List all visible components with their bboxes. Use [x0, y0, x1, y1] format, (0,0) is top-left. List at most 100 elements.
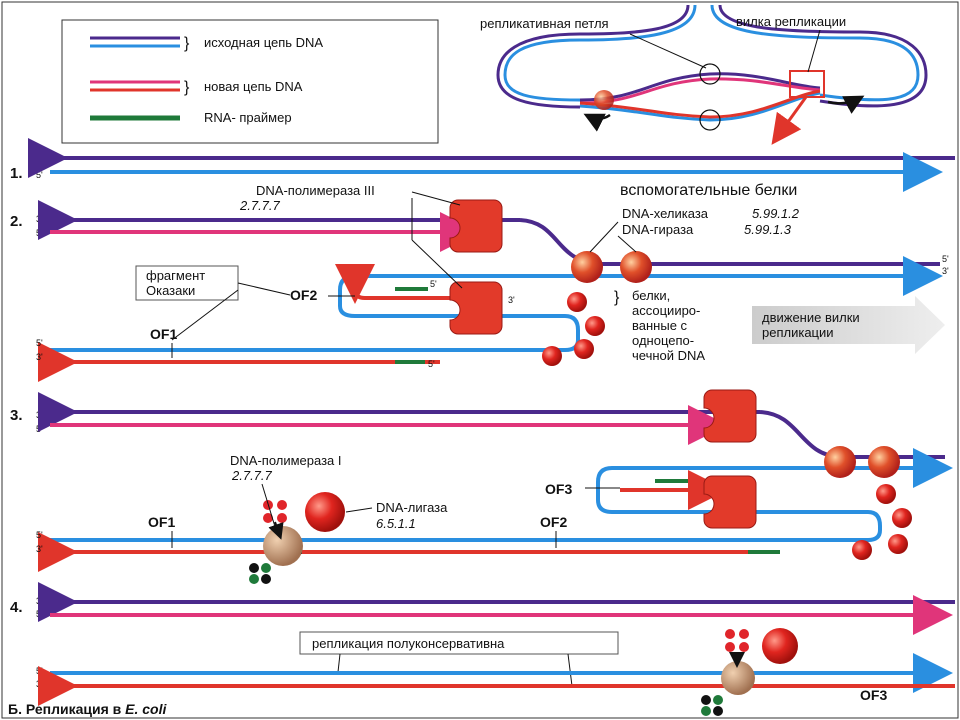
- ssb-label-4: одноцепо-: [632, 333, 694, 348]
- step-4-end-3: 5': [36, 666, 43, 676]
- ssb-label-5: чечной DNA: [632, 348, 705, 363]
- step-2-end-3: 5': [36, 338, 43, 348]
- ssb-label-2: ассоцииро-: [632, 303, 700, 318]
- legend-new-label: новая цепь DNA: [204, 79, 303, 94]
- step-3-parental-top: [759, 410, 945, 459]
- okazaki-label-2: Оказаки: [146, 283, 195, 298]
- step-2-lagging-template-loop: [50, 274, 600, 352]
- step-4-number: 4.: [10, 599, 23, 616]
- ssb-label-1: белки,: [632, 288, 670, 303]
- legend-brace-2: }: [184, 79, 190, 96]
- step-3-ssb-2: [892, 508, 912, 528]
- okazaki-callout-box: [135, 265, 239, 301]
- step-2-okazaki-of2: [335, 264, 472, 304]
- step-3-end-4: 3': [36, 544, 43, 554]
- figure-caption: Б. Репликация в E. coli: [8, 701, 167, 717]
- step-4-of3-label: OF3: [860, 687, 887, 703]
- legend-primer-label: RNA- праймер: [204, 110, 292, 125]
- step-4: 4. 3' 5' репликация полуконсервативна 5'…: [10, 582, 955, 716]
- caption-species: E. coli: [125, 701, 167, 717]
- step-2-end-6: 3': [942, 266, 949, 276]
- step-4-end-2: 5': [36, 609, 43, 619]
- step-3-gyrase: [868, 446, 900, 478]
- step-3-of3-label: OF3: [545, 481, 572, 497]
- step-2-pol3-label: DNA-полимераза III: [256, 183, 375, 198]
- step-2: 2. 3' 5' 5' 3' 5' 3' 5' 5' 3' DNA-полиме…: [10, 182, 949, 382]
- step-3-number: 3.: [10, 407, 23, 424]
- loop-marker-bottom: [699, 109, 721, 131]
- step-3-end-1: 3': [36, 410, 43, 420]
- step-2-helicase-ec: 5.99.1.2: [752, 206, 800, 221]
- step-2-polymerase-III-lagging: [449, 281, 503, 335]
- loop-right-direction-arrow: [827, 95, 865, 114]
- step-2-ssb-2: [585, 316, 605, 336]
- step-3-end-3: 5': [36, 530, 43, 540]
- step-4-polymerase-I: [721, 661, 755, 695]
- step-1-end-bottom: 5': [36, 170, 43, 180]
- step-2-gyrase-ec: 5.99.1.3: [744, 222, 792, 237]
- step-2-end-9: 3': [508, 295, 515, 305]
- step-3-pol1-label: DNA-полимераза I: [230, 453, 342, 468]
- loop-left-direction-arrow: [583, 113, 611, 132]
- semi-conservative-box: [299, 631, 619, 655]
- step-2-end-4: 3': [36, 352, 43, 362]
- fork-movement-arrow: [752, 296, 945, 354]
- step-2-gyrase-label: DNA-гираза: [622, 222, 694, 237]
- step-4-end-1: 3': [36, 596, 43, 606]
- step-2-helicase: [571, 251, 603, 283]
- step-2-polymerase-III-leading: [449, 199, 503, 253]
- step-2-helicase-label: DNA-хеликаза: [622, 206, 709, 221]
- step-3-pol1-ec: 2.7.7.7: [231, 468, 273, 483]
- step-3-of1-label: OF1: [148, 514, 175, 530]
- step-1-end-top: 3': [36, 157, 43, 167]
- step-3-ssb-3: [888, 534, 908, 554]
- fork-movement-label-1: движение вилки: [762, 310, 860, 325]
- step-2-ssb-4: [542, 346, 562, 366]
- step-2-end-2: 5': [36, 228, 43, 238]
- okazaki-label-1: фрагмент: [146, 268, 205, 283]
- step-3-of2-label: OF2: [540, 514, 567, 530]
- step-2-aux-label: вспомогательные белки: [620, 182, 797, 199]
- step-2-end-5: 5': [942, 254, 949, 264]
- step-3-ssb-4: [852, 540, 872, 560]
- step-1: 1. 3' 5': [10, 138, 955, 192]
- step-4-ligase: [762, 628, 798, 664]
- replication-fork-label: вилка репликации: [736, 14, 846, 29]
- step-2-of2-label: OF2: [290, 287, 317, 303]
- fork-highlight-box: [789, 70, 825, 98]
- step-2-end-1: 3': [36, 214, 43, 224]
- step-1-number: 1.: [10, 165, 23, 182]
- semi-conservative-label: репликация полуконсервативна: [312, 636, 505, 651]
- step-3-polymerase-III-lagging: [703, 475, 757, 529]
- replication-loop-diagram: репликативная петля вилка репликации: [480, 4, 928, 145]
- step-2-of1-label: OF1: [150, 326, 177, 342]
- step-3-helicase: [824, 446, 856, 478]
- step-2-pol3-ec: 2.7.7.7: [239, 198, 281, 213]
- step-3-polymerase-III-leading: [703, 389, 757, 443]
- step-3-polymerase-I: [263, 526, 303, 566]
- step-3-ssb-1: [876, 484, 896, 504]
- step-3-ligase-ec: 6.5.1.1: [376, 516, 416, 531]
- caption-prefix: Б. Репликация в: [8, 701, 125, 717]
- loop-marker-top: [699, 63, 721, 85]
- ssb-brace: }: [614, 289, 620, 306]
- step-3-ligase: [305, 492, 345, 532]
- step-2-ssb-1: [567, 292, 587, 312]
- legend: } исходная цепь DNA } новая цепь DNA RNA…: [61, 19, 439, 144]
- ssb-label-3: ванные с: [632, 318, 688, 333]
- step-2-number: 2.: [10, 213, 23, 230]
- step-2-ssb-3: [574, 339, 594, 359]
- step-4-end-4: 3': [36, 679, 43, 689]
- fork-movement-label-2: репликации: [762, 325, 834, 340]
- legend-parent-label: исходная цепь DNA: [204, 35, 323, 50]
- step-3-end-2: 5': [36, 424, 43, 434]
- legend-brace-1: }: [184, 35, 190, 52]
- step-2-end-8: 5': [428, 359, 435, 369]
- step-3-ligase-label: DNA-лигаза: [376, 500, 448, 515]
- step-3: 3. 3' 5' 5' 3' DNA-полимераза I 2.7.7.7: [10, 389, 953, 584]
- fork-zoom-arrow: [771, 96, 808, 145]
- replication-loop-label: репликативная петля: [480, 16, 609, 31]
- step-2-end-7: 5': [430, 279, 437, 289]
